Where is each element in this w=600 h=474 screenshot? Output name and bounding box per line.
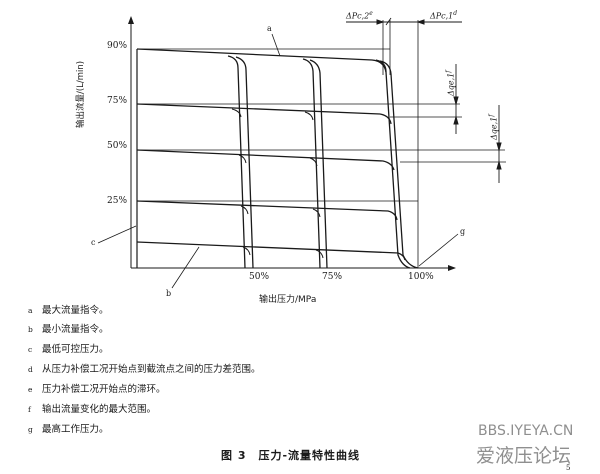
callout-g: g bbox=[460, 227, 466, 236]
y-tick-50: 50% bbox=[107, 141, 128, 151]
leader-c bbox=[97, 225, 137, 244]
watermark-name: 爱液压论坛 bbox=[476, 445, 572, 467]
dpc2-label: ΔPc,2e bbox=[346, 10, 373, 21]
x-axis-label: 输出压力/MPa bbox=[259, 295, 317, 305]
curve-90 bbox=[136, 48, 387, 73]
y-tick-90: 90% bbox=[107, 41, 128, 51]
page-number: 5 bbox=[566, 464, 571, 472]
figure-number: 图 3 bbox=[221, 449, 247, 462]
curve-min bbox=[136, 241, 406, 261]
y-axis-label: 输出流量/(L/min) bbox=[76, 60, 86, 128]
x-tick-75: 75% bbox=[322, 272, 343, 282]
leader-g bbox=[418, 233, 459, 267]
curve-75 bbox=[136, 103, 392, 125]
y-tick-25: 25% bbox=[107, 196, 128, 206]
dpc1-label: ΔPc,1d bbox=[430, 10, 458, 21]
leader-b bbox=[171, 246, 200, 289]
callout-b: b bbox=[166, 289, 172, 298]
figure-title: 压力-流量特性曲线 bbox=[258, 449, 361, 462]
curve-25 bbox=[136, 200, 398, 221]
y-tick-75: 75% bbox=[107, 96, 128, 106]
callout-a: a bbox=[267, 24, 272, 33]
figure-caption: 图 3 压力-流量特性曲线 bbox=[221, 447, 360, 463]
watermark-url: BBS.IYEYA.CN bbox=[478, 423, 574, 439]
x-tick-50: 50% bbox=[249, 272, 270, 282]
dq2-label: Δqe,1f bbox=[488, 114, 499, 141]
curve-50 bbox=[136, 149, 395, 171]
x-tick-100: 100% bbox=[408, 272, 434, 282]
leader-a bbox=[271, 33, 281, 57]
dq1-label: Δqe,1f bbox=[445, 70, 456, 97]
callout-c: c bbox=[91, 238, 96, 247]
